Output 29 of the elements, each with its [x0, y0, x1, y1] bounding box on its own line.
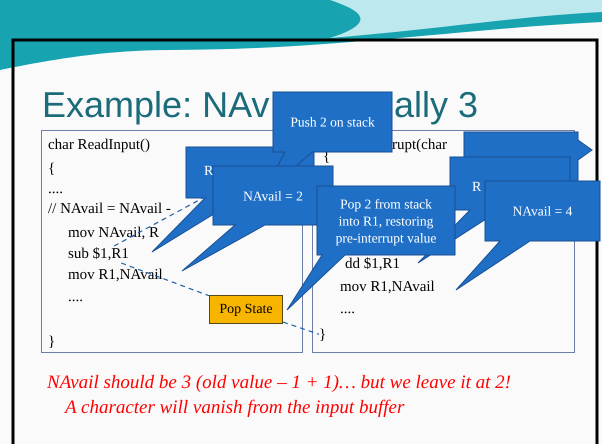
note-text: NAvail should be 3 (old value – 1 + 1)… but we leave it at 2!	[47, 372, 511, 394]
callout-text: NAvail = 4	[512, 202, 574, 220]
callout-text: Pop 2 from stack into R1, restoring pre-interrupt value	[334, 195, 438, 246]
code-line: {	[48, 161, 56, 178]
code-line: char ReadInput()	[48, 137, 150, 154]
callout-text: R	[472, 180, 482, 196]
code-line: ....	[68, 289, 83, 306]
code-line: mov R1,NAvail	[68, 267, 163, 284]
code-line: mov NAvail, R	[68, 225, 159, 242]
note-text: A character will vanish from the input buffer	[65, 397, 404, 419]
title-text: Example: NAv	[42, 84, 270, 126]
code-line: rupt(char	[392, 137, 447, 154]
code-line: }	[319, 327, 326, 344]
code-line: }	[48, 334, 56, 351]
dashed-connector	[121, 262, 210, 296]
dashed-connector	[282, 322, 320, 335]
code-line: dd $1,R1	[345, 256, 400, 273]
callout-text: R	[204, 164, 214, 180]
dashed-connector	[114, 197, 204, 247]
code-line: // NAvail = NAvail -	[48, 201, 171, 218]
speech-bubble-tooltip	[456, 181, 600, 290]
title-text: ally 3	[394, 84, 478, 126]
code-line: ....	[340, 301, 355, 318]
code-line: mov R1,NAvail	[340, 279, 435, 296]
callout-text: Push 2 on stack	[289, 114, 376, 130]
code-line: sub $1,R1	[68, 246, 129, 263]
code-line: ....	[48, 181, 63, 198]
callout-text: NAvail = 2	[242, 187, 304, 204]
speech-bubble-tooltip	[287, 186, 455, 310]
